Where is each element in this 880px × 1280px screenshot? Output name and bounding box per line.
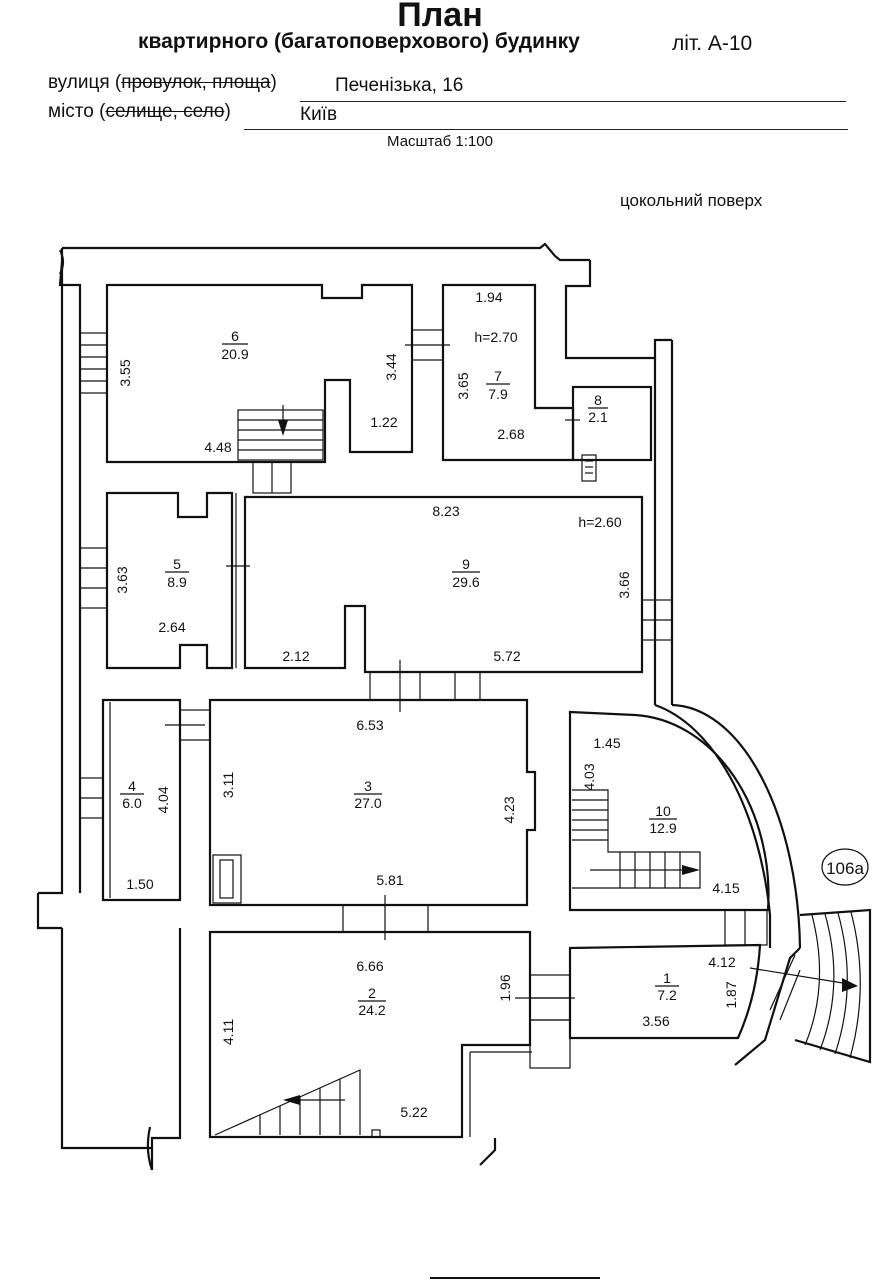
svg-text:6.0: 6.0 xyxy=(122,795,142,811)
svg-text:7.2: 7.2 xyxy=(657,987,677,1003)
room-label-3: 3 27.0 xyxy=(354,778,382,811)
svg-text:24.2: 24.2 xyxy=(358,1002,385,1018)
plan-subtitle: квартирного (багатоповерхового) будинку xyxy=(138,30,580,53)
room-2-stair xyxy=(214,1069,381,1138)
dim-label: 2.12 xyxy=(282,648,309,664)
door-openings xyxy=(79,329,768,1069)
room-label-1: 1 7.2 xyxy=(655,970,679,1003)
dim-label: 4.11 xyxy=(220,1019,236,1045)
svg-text:6: 6 xyxy=(231,328,239,344)
dim-label: 3.55 xyxy=(117,359,133,386)
room-label-5: 5 8.9 xyxy=(165,556,189,590)
street-struck-text: провулок, площа xyxy=(121,72,271,93)
dim-label: 4.15 xyxy=(712,880,739,896)
svg-text:8: 8 xyxy=(594,392,602,408)
dim-label: 2.68 xyxy=(497,426,524,442)
dim-label: h=2.60 xyxy=(578,514,621,530)
room-label-2: 2 24.2 xyxy=(358,985,386,1018)
dim-label: 1.94 xyxy=(475,289,502,305)
room-label-6: 6 20.9 xyxy=(221,328,248,362)
svg-text:12.9: 12.9 xyxy=(649,820,676,836)
room-label-10: 10 12.9 xyxy=(649,803,677,836)
dimension-labels: 3.55 4.48 3.44 1.22 1.94 h=2.70 3.65 2.6… xyxy=(114,289,740,1120)
vent-icon xyxy=(581,454,597,482)
room-label-4: 4 6.0 xyxy=(120,778,144,811)
dim-label: 4.23 xyxy=(501,796,517,823)
dim-label: 1.96 xyxy=(497,974,513,1001)
dim-label: 3.56 xyxy=(642,1013,669,1029)
svg-text:5: 5 xyxy=(173,556,181,572)
room-1-walls xyxy=(568,943,762,1040)
svg-text:2: 2 xyxy=(368,985,376,1001)
dim-label: h=2.70 xyxy=(474,329,517,345)
dim-label: 5.72 xyxy=(493,648,520,664)
svg-text:1: 1 xyxy=(663,970,671,986)
svg-text:9: 9 xyxy=(462,556,470,572)
chimney-icon xyxy=(212,854,242,904)
dim-label: 1.45 xyxy=(593,735,620,751)
room-8-walls xyxy=(571,385,653,482)
room-label-7: 7 7.9 xyxy=(486,368,510,402)
dim-label: 4.48 xyxy=(204,439,231,455)
outer-walls xyxy=(36,242,802,1171)
street-label: вулиця (провулок, площа) xyxy=(48,72,277,93)
svg-text:7: 7 xyxy=(494,368,502,384)
dim-label: 3.44 xyxy=(383,353,399,380)
room-9-walls xyxy=(235,493,644,674)
dim-label: 4.12 xyxy=(708,954,735,970)
city-underline xyxy=(244,129,848,130)
dim-label: 4.04 xyxy=(155,786,171,813)
city-label: місто (селище, село) xyxy=(48,101,231,122)
room-label-8: 8 2.1 xyxy=(588,392,608,425)
svg-text:10: 10 xyxy=(655,803,671,819)
dim-label: 3.65 xyxy=(455,372,471,399)
dim-label: 1.50 xyxy=(126,876,153,892)
plan-title: План xyxy=(397,0,483,34)
dim-label: 3.66 xyxy=(616,571,632,598)
room-2-walls xyxy=(208,930,532,1139)
dim-label: 1.87 xyxy=(723,981,739,1008)
dim-label: 3.11 xyxy=(220,772,236,798)
city-struck-text: селище, село xyxy=(105,101,225,122)
room-6-stair xyxy=(237,405,324,461)
street-value: Печенізька, 16 xyxy=(335,75,464,96)
room-4-walls xyxy=(101,698,182,902)
floor-label: цокольний поверх xyxy=(620,191,763,210)
dim-label: 8.23 xyxy=(432,503,459,519)
building-letter: літ. А-10 xyxy=(672,32,753,55)
dim-label: 2.64 xyxy=(158,619,185,635)
entrance-stair xyxy=(749,908,872,1064)
svg-text:8.9: 8.9 xyxy=(167,574,187,590)
city-value: Київ xyxy=(300,104,338,125)
dim-label: 5.22 xyxy=(400,1104,427,1120)
room-6-walls xyxy=(105,283,414,464)
room-10-walls xyxy=(568,710,770,912)
dim-label: 5.81 xyxy=(376,872,403,888)
svg-text:27.0: 27.0 xyxy=(354,795,381,811)
room-label-9: 9 29.6 xyxy=(452,556,480,590)
svg-text:7.9: 7.9 xyxy=(488,386,508,402)
scale-label: Масштаб 1:100 xyxy=(387,133,493,150)
svg-text:20.9: 20.9 xyxy=(221,346,248,362)
building-marker: 106а xyxy=(826,859,864,878)
building-marker-circle xyxy=(821,848,869,886)
dim-label: 6.66 xyxy=(356,958,383,974)
dim-label: 6.53 xyxy=(356,717,383,733)
dim-label: 3.63 xyxy=(114,566,130,593)
room-5-walls xyxy=(105,491,234,670)
dim-label: 4.03 xyxy=(581,763,597,790)
dim-label: 1.22 xyxy=(370,414,397,430)
room-3-walls xyxy=(208,698,537,907)
svg-text:3: 3 xyxy=(364,778,372,794)
svg-text:2.1: 2.1 xyxy=(588,409,608,425)
room-10-stair xyxy=(572,789,701,889)
street-underline xyxy=(300,101,846,102)
svg-text:4: 4 xyxy=(128,778,136,794)
svg-text:29.6: 29.6 xyxy=(452,574,479,590)
